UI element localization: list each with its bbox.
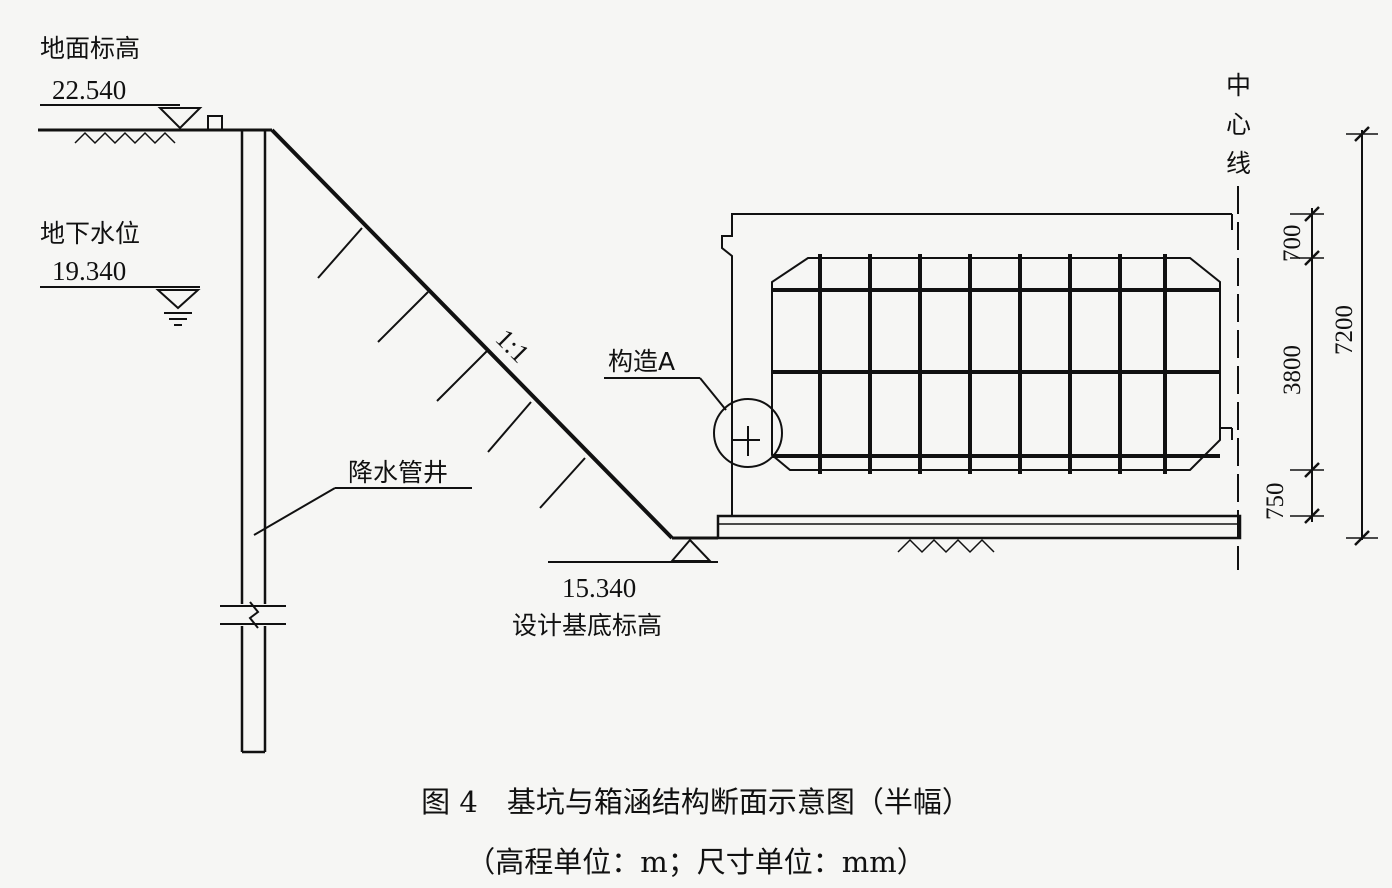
ground-level-triangle-icon — [157, 107, 203, 130]
centerline-char-1: 中 — [1226, 71, 1251, 100]
ground-hatch-icon — [74, 131, 176, 145]
base-level-triangle-icon — [669, 538, 713, 562]
ground-level-value: 22.540 — [52, 75, 126, 105]
design-base-value: 15.340 — [562, 573, 636, 603]
dewatering-well-label: 降水管井 — [348, 458, 448, 487]
groundwater-label: 地下水位 — [40, 219, 140, 248]
figure-caption: 图 4 基坑与箱涵结构断面示意图（半幅） — [421, 785, 971, 819]
dim-middle: 3800 — [1279, 345, 1306, 395]
dim-bottom: 750 — [1262, 483, 1289, 521]
design-base-label: 设计基底标高 — [512, 611, 662, 640]
detail-a-label: 构造A — [608, 347, 675, 376]
excavation-slope — [270, 128, 674, 540]
centerline-char-2: 心 — [1226, 110, 1251, 139]
well-cap — [207, 115, 223, 131]
well-leader-line — [253, 487, 336, 536]
ground-level-label: 地面标高 — [40, 34, 140, 63]
dimension-chain — [1290, 126, 1378, 546]
base-hatch-icon — [897, 538, 995, 554]
box-culvert — [721, 213, 1233, 516]
cushion-layer — [716, 514, 1242, 554]
centerline-char-3: 线 — [1226, 149, 1251, 178]
water-level-icon — [155, 289, 201, 326]
dewatering-well-pipe — [220, 130, 286, 754]
figure-units: （高程单位：m；尺寸单位：mm） — [466, 845, 926, 879]
groundwater-value: 19.340 — [52, 256, 126, 286]
ground-surface — [38, 104, 272, 145]
detail-a-marker — [713, 398, 783, 468]
dim-total: 7200 — [1331, 305, 1358, 355]
dim-top: 700 — [1279, 225, 1306, 263]
